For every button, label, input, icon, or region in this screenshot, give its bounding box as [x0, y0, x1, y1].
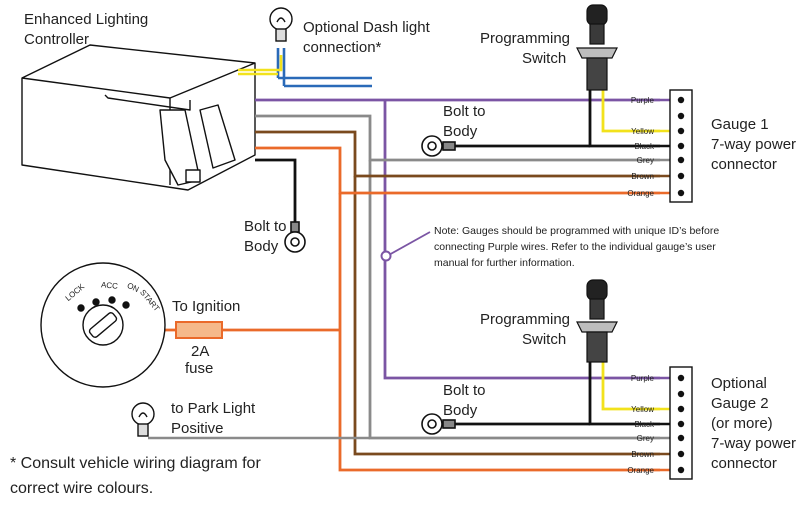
fuse-label-line2: fuse	[185, 360, 214, 377]
fuse-icon	[175, 321, 223, 339]
gauge1-label-line1: Gauge 1	[711, 116, 769, 133]
programming-switch-1-label-line2: Switch	[522, 50, 567, 67]
controller-label-line2: Controller	[24, 31, 90, 48]
bolt-body-1-line2: Body	[443, 123, 478, 140]
g1-pin-yellow: Yellow	[631, 127, 654, 136]
bolt-ring-controller	[284, 221, 306, 253]
g1-pin-grey: Grey	[636, 156, 654, 165]
programming-switch-1-label-line1: Programming	[480, 30, 571, 47]
g1-pin-purple: Purple	[630, 96, 654, 105]
gauge2-label-line3: (or more)	[711, 415, 773, 432]
controller-box	[21, 44, 256, 191]
g1-pin-brown: Brown	[631, 172, 654, 181]
gauge1-connector	[669, 89, 693, 203]
controller-yellow-wires	[238, 55, 283, 76]
gauge2-label-line4: 7-way power	[711, 435, 797, 452]
bolt-body-2-line1: Bolt to	[244, 218, 287, 235]
g2-pin-orange: Orange	[627, 466, 654, 475]
park-light-label-line2: Positive	[171, 420, 224, 437]
bolt-body-3-line2: Body	[443, 402, 478, 419]
programming-switch-2	[576, 279, 618, 363]
bolt-body-3-line1: Bolt to	[443, 382, 486, 399]
ignition-switch-icon	[40, 262, 166, 388]
bolt-ring-gauge2	[421, 413, 456, 435]
fuse-label-line1: 2A	[191, 343, 210, 360]
gauge1-label-line3: connector	[711, 156, 777, 173]
ignition-acc-label: ACC	[100, 280, 119, 291]
to-ignition-label: To Ignition	[172, 298, 241, 315]
note-line1: Note: Gauges should be programmed with u…	[434, 225, 720, 237]
dash-light-bulb-icon	[269, 7, 293, 42]
note-line3: manual for further information.	[434, 257, 575, 269]
brown-wire	[255, 130, 660, 456]
gauge2-label-line1: Optional	[711, 375, 767, 392]
g1-pin-black: Black	[634, 142, 654, 151]
dash-light-label-line2: connection*	[303, 39, 382, 56]
park-light-label-line1: to Park Light	[171, 400, 256, 417]
g2-pin-black: Black	[634, 420, 654, 429]
note-pointer	[380, 231, 431, 262]
bolt-ring-gauge1	[421, 135, 456, 157]
controller-label-line1: Enhanced Lighting	[24, 11, 149, 28]
gauge1-label-line2: 7-way power	[711, 136, 797, 153]
bolt-body-2-line2: Body	[244, 238, 279, 255]
programming-switch-2-label-line2: Switch	[522, 331, 567, 348]
g1-pin-orange: Orange	[627, 189, 654, 198]
orange-wire	[148, 146, 660, 472]
footnote-line1: * Consult vehicle wiring diagram for	[10, 455, 261, 472]
programming-switch-2-label-line1: Programming	[480, 311, 571, 328]
bolt-body-1-line1: Bolt to	[443, 103, 486, 120]
note-line2: connecting Purple wires. Refer to the in…	[434, 241, 716, 253]
gauge2-label-line2: Gauge 2	[711, 395, 769, 412]
gauge2-switch-wires	[455, 362, 660, 426]
g2-pin-yellow: Yellow	[631, 405, 654, 414]
park-light-bulb-icon	[131, 402, 155, 437]
gauge1-switch-wires	[455, 90, 660, 148]
gauge2-connector	[669, 366, 693, 480]
g2-pin-purple: Purple	[630, 374, 654, 383]
programming-switch-1	[576, 4, 618, 91]
footnote-line2: correct wire colours.	[10, 480, 154, 497]
g2-pin-grey: Grey	[636, 434, 654, 443]
dash-light-label-line1: Optional Dash light	[303, 19, 430, 36]
controller-black-wire	[255, 158, 297, 225]
g2-pin-brown: Brown	[631, 450, 654, 459]
gauge2-label-line5: connector	[711, 455, 777, 472]
